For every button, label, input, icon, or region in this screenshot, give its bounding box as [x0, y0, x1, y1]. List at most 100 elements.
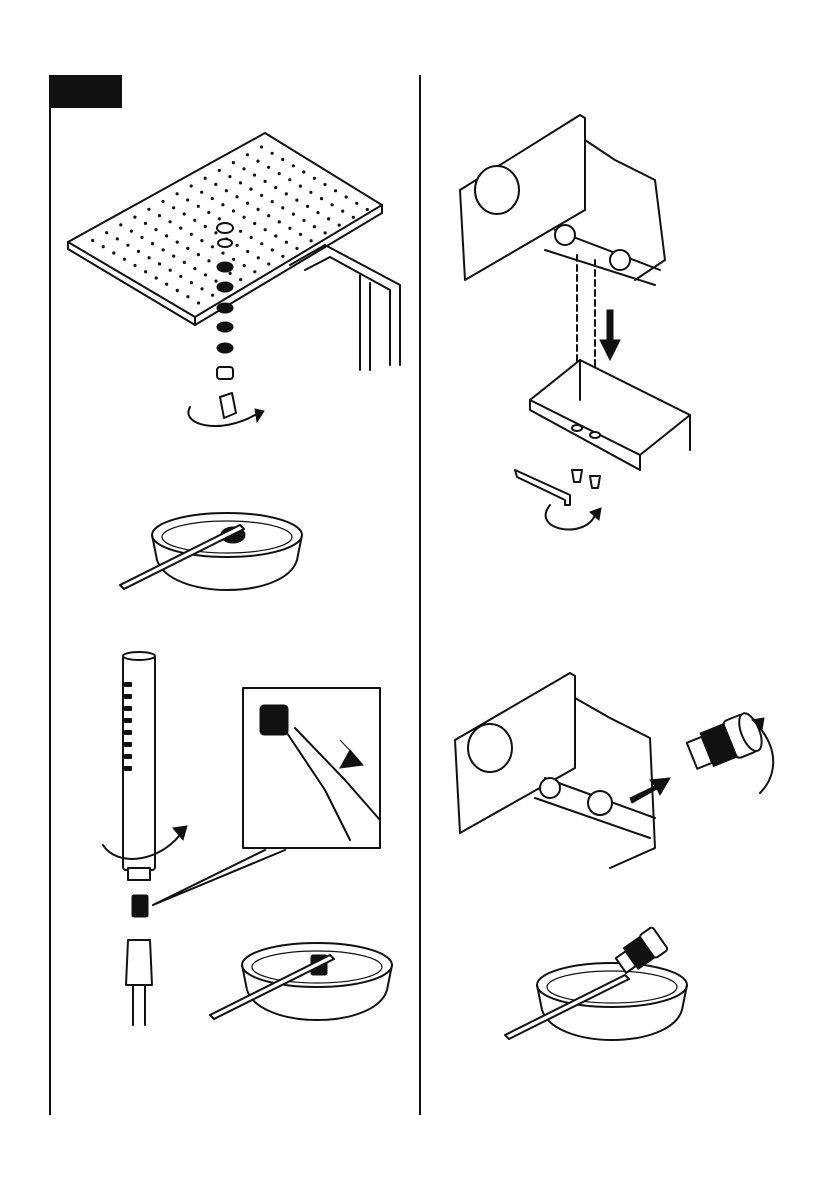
nozzle-dot	[246, 250, 249, 253]
nozzle-dot	[154, 228, 157, 231]
nozzle-dot	[207, 211, 210, 214]
nozzle-dot	[295, 247, 298, 250]
nozzle-dot	[324, 231, 327, 234]
bowl-icon	[500, 945, 700, 1055]
nozzle-dot	[239, 181, 242, 184]
nozzle-dot	[218, 217, 221, 220]
nozzle-dot	[183, 212, 186, 215]
nozzle-dot	[147, 208, 150, 211]
nozzle-dot	[278, 172, 281, 175]
nozzle-dot	[190, 233, 193, 236]
nozzle-dot	[274, 186, 277, 189]
nozzle-dot	[211, 245, 214, 248]
nozzle-dot	[228, 175, 231, 178]
nozzle-dot	[204, 177, 207, 180]
nozzle-dot	[130, 230, 133, 233]
nozzle-dot	[281, 255, 284, 258]
nozzle-dot	[345, 195, 348, 198]
nozzle-dot	[186, 198, 189, 201]
nozzle-dot	[137, 250, 140, 253]
nozzle-dot	[221, 203, 224, 206]
nozzle-dot	[242, 167, 245, 170]
nozzle-dot	[144, 222, 147, 225]
nozzle-dot	[316, 211, 319, 214]
nozzle-dot	[278, 220, 281, 223]
hand-shower-illustration	[95, 650, 385, 1030]
nozzle-dot	[271, 200, 274, 203]
spray-slot	[124, 706, 132, 711]
nozzle-dot	[232, 161, 235, 164]
nozzle-dot	[200, 287, 203, 290]
nozzle-dot	[133, 264, 136, 267]
nozzle-dot	[243, 216, 246, 219]
nozzle-dot	[274, 234, 277, 237]
nozzle-dot	[292, 164, 295, 167]
section-tab	[50, 75, 122, 108]
nozzle-dot	[211, 294, 214, 297]
nozzle-dot	[221, 252, 224, 255]
nozzle-dot	[197, 301, 200, 304]
nozzle-dot	[341, 210, 344, 213]
cartridge-removal-illustration	[450, 668, 790, 878]
nozzle-dot	[148, 256, 151, 259]
nozzle-dot	[165, 283, 168, 286]
nozzle-dot	[366, 208, 369, 211]
nozzle-dot	[352, 216, 355, 219]
nozzle-dot	[214, 231, 217, 234]
nozzle-dot	[257, 208, 260, 211]
nozzle-dot	[253, 270, 256, 273]
nozzle-dot	[292, 213, 295, 216]
nozzle-dot	[190, 184, 193, 187]
hand-shower-icon	[95, 650, 385, 1030]
nozzle-dot	[133, 216, 136, 219]
nozzle-dot	[158, 262, 161, 265]
nozzle-dot	[200, 191, 203, 194]
nozzle-dot	[197, 205, 200, 208]
nozzle-dot	[271, 152, 274, 155]
nozzle-dot	[197, 253, 200, 256]
nozzle-dot	[232, 258, 235, 261]
mixer-body-icon	[455, 110, 695, 530]
nozzle-dot	[236, 244, 239, 247]
nozzle-dot	[264, 180, 267, 183]
nozzle-dot	[186, 247, 189, 250]
nozzle-dot	[249, 188, 252, 191]
nozzle-dot	[302, 170, 305, 173]
nozzle-dot	[162, 248, 165, 251]
nozzle-dot	[285, 241, 288, 244]
spray-slot	[124, 718, 132, 723]
nozzle-dot	[151, 242, 154, 245]
nozzle-dot	[214, 280, 217, 283]
nozzle-dot	[264, 228, 267, 231]
nozzle-dot	[161, 200, 164, 203]
nozzle-dot	[169, 269, 172, 272]
nozzle-dot	[253, 174, 256, 177]
nozzle-dot	[260, 242, 263, 245]
nozzle-dot	[320, 197, 323, 200]
nozzle-dot	[172, 255, 175, 258]
nozzle-dot	[119, 223, 122, 226]
column-divider	[419, 75, 421, 1115]
nozzle-dot	[193, 219, 196, 222]
nozzle-dot	[267, 214, 270, 217]
nozzle-dot	[200, 239, 203, 242]
nozzle-dot	[288, 178, 291, 181]
nozzle-dot	[158, 214, 161, 217]
nozzle-dot	[105, 231, 108, 234]
nozzle-dot	[299, 185, 302, 188]
nozzle-dot	[225, 189, 228, 192]
nozzle-dot	[246, 153, 249, 156]
nozzle-dot	[165, 234, 168, 237]
nozzle-dot	[204, 273, 207, 276]
nozzle-dot	[323, 183, 326, 186]
nozzle-dot	[169, 220, 172, 223]
nozzle-dot	[172, 206, 175, 209]
nozzle-dot	[253, 222, 256, 225]
nozzle-dot	[338, 224, 341, 227]
nozzle-dot	[310, 239, 313, 242]
nozzle-dot	[123, 258, 126, 261]
nozzle-dot	[190, 281, 193, 284]
soak-bowl-illustration-1	[115, 505, 315, 605]
nozzle-dot	[214, 183, 217, 186]
cartridge-icon	[450, 668, 790, 878]
